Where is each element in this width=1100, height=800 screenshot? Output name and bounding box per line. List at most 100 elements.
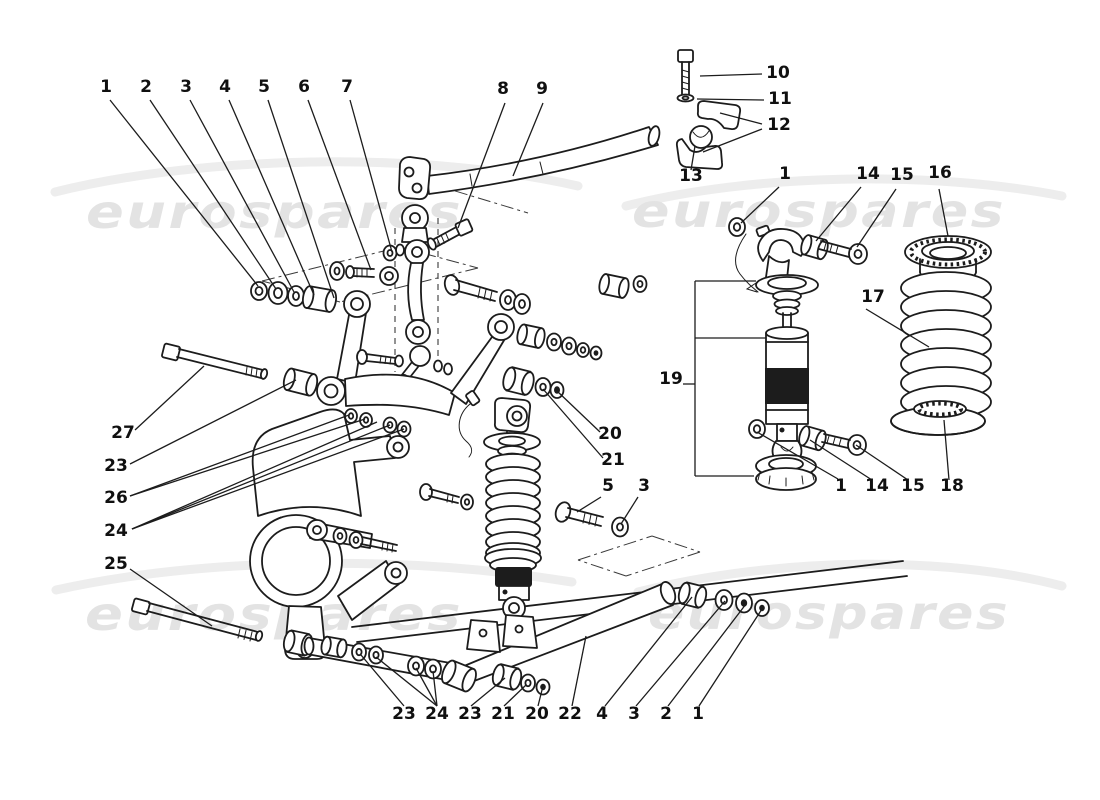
part-number-1: 1 [692, 704, 704, 724]
construction-line [651, 535, 701, 553]
pivot-bolt-25 [131, 597, 264, 642]
hardware-row-right [516, 323, 603, 361]
part-number-2: 2 [140, 77, 152, 97]
part-number-16: 16 [928, 163, 952, 183]
bolt-small-center [356, 349, 404, 368]
part-number-21: 21 [491, 704, 515, 724]
leader-line [131, 421, 378, 530]
bushing-hardware-row [250, 243, 405, 313]
leader-line [756, 431, 839, 480]
part-number-14: 14 [856, 164, 880, 184]
construction-line [431, 183, 529, 214]
part-number-20: 20 [598, 424, 622, 444]
part-number-14: 14 [865, 476, 889, 496]
watermark-text: eurospares [648, 586, 1010, 640]
leader-line [667, 603, 747, 707]
part-number-8: 8 [497, 79, 509, 99]
part-number-23: 23 [104, 456, 128, 476]
leader-line [571, 635, 587, 707]
lower-arm [282, 581, 770, 696]
coil-spring-and-seats [890, 235, 992, 436]
leader-line [537, 689, 543, 707]
part-number-25: 25 [104, 554, 128, 574]
part-number-2: 2 [660, 704, 672, 724]
leader-line [865, 308, 930, 348]
part-number-4: 4 [219, 77, 231, 97]
part-number-24: 24 [104, 521, 128, 541]
part-number-21: 21 [601, 450, 625, 470]
part-number-1: 1 [100, 77, 112, 97]
construction-line [577, 559, 627, 577]
watermark: eurospares [621, 174, 1067, 238]
part-number-19: 19 [659, 369, 683, 389]
leader-line [556, 390, 601, 433]
leader-line [131, 424, 391, 530]
bushing-washer-ring [502, 366, 565, 399]
part-number-26: 26 [104, 488, 128, 508]
part-number-3: 3 [638, 476, 650, 496]
shock-mount-bracket [466, 614, 538, 653]
leader-line [503, 684, 527, 707]
part-number-11: 11 [768, 89, 792, 109]
construction-line [399, 246, 479, 269]
leader-line [620, 496, 639, 525]
leader-line [690, 145, 696, 171]
leader-line [943, 419, 950, 481]
leader-line [415, 667, 438, 707]
part-number-10: 10 [766, 63, 790, 83]
leader-line [635, 600, 726, 707]
part-number-23: 23 [392, 704, 416, 724]
watermark: eurospares [633, 559, 1067, 640]
leader-line [470, 677, 506, 707]
leader-line [134, 365, 205, 431]
leader-line [856, 188, 897, 248]
part-number-5: 5 [258, 77, 270, 97]
part-number-13: 13 [679, 166, 703, 186]
leader-line [129, 568, 213, 627]
part-number-27: 27 [111, 423, 135, 443]
part-number-3: 3 [180, 77, 192, 97]
leader-line [349, 99, 393, 253]
leader-line [702, 128, 763, 153]
part-number-4: 4 [596, 704, 608, 724]
part-number-6: 6 [298, 77, 310, 97]
leader-line [267, 99, 335, 299]
bushing-mid-right [598, 273, 648, 299]
coilover-shock [458, 390, 542, 620]
watermark-swoosh [633, 559, 1067, 597]
leader-line [129, 418, 366, 497]
leader-line [719, 112, 763, 125]
part-number-24: 24 [425, 704, 449, 724]
leader-line [189, 99, 295, 293]
suspension-parts-artwork [131, 49, 992, 696]
leader-line [699, 73, 763, 77]
leader-line [457, 102, 506, 229]
pivot-bolt-27 [161, 342, 319, 397]
bolt-and-washers-center [443, 274, 531, 315]
bolt-5-washer-3 [554, 501, 629, 538]
leader-line [512, 102, 544, 177]
shock-absorber-exploded [728, 217, 868, 491]
anti-roll-bar [398, 125, 661, 200]
construction-line [625, 551, 701, 577]
upper-wishbone [316, 290, 515, 438]
leader-line [696, 98, 765, 101]
leader-line [542, 388, 604, 459]
part-number-1: 1 [779, 164, 791, 184]
leader-line [109, 99, 259, 287]
part-number-7: 7 [341, 77, 353, 97]
leader-line [228, 99, 315, 296]
leader-line [432, 670, 438, 707]
leader-line [129, 379, 297, 465]
leader-line [360, 654, 405, 707]
leader-line [131, 428, 405, 530]
bar-clamp-group [675, 49, 742, 170]
part-number-23: 23 [458, 704, 482, 724]
watermark-text: eurospares [632, 184, 1006, 238]
watermark-swoosh [621, 174, 1067, 211]
part-number-22: 22 [558, 704, 582, 724]
watermark-text: eurospares [86, 185, 463, 239]
leader-line [815, 186, 862, 242]
leader-line [604, 596, 693, 707]
